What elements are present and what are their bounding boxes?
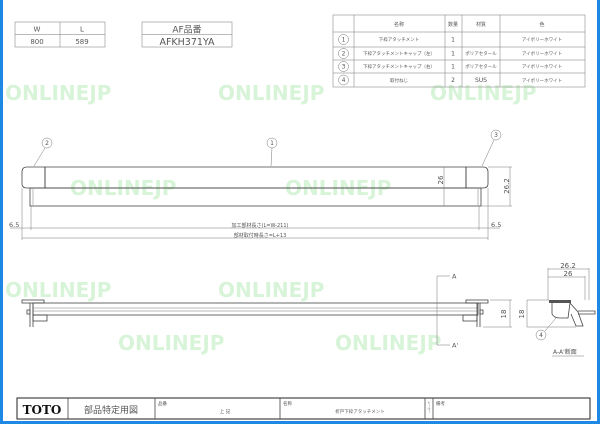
cap-left	[21, 166, 46, 189]
doc-type: 部品特定用図	[84, 404, 138, 416]
rail	[29, 187, 482, 207]
svg-text:1: 1	[451, 51, 455, 58]
dim-left-offset: 6.5	[9, 221, 19, 229]
dim-section-width-outer: 26.2	[560, 262, 576, 270]
watermark: ONLINEJP	[430, 81, 536, 105]
watermark: ONLINEJP	[5, 278, 111, 302]
watermark: ONLINEJP	[218, 278, 324, 302]
parts-table: 名称 数量 材質 色 1 下枠アタッチメント 1 アイボリーホワイト 2 下枠ア…	[332, 14, 586, 88]
svg-text:3: 3	[342, 64, 346, 71]
svg-text:1: 1	[342, 37, 346, 44]
section-mark-a: A	[452, 273, 457, 281]
header-qty: 数量	[448, 21, 458, 28]
remarks-label: 備考	[436, 400, 445, 407]
header-material: 材質	[476, 21, 486, 28]
svg-text:2: 2	[342, 51, 346, 58]
section-view: 26.2 26 18 4 A-A'断面	[518, 262, 596, 357]
part-no-value: 上 記	[220, 408, 231, 415]
svg-text:2: 2	[451, 77, 455, 84]
size-table: W L 800 589	[14, 21, 106, 48]
dim-section-width-inner: 26	[564, 270, 573, 278]
frame-border-right	[597, 0, 600, 424]
svg-text:取付ねじ: 取付ねじ	[390, 77, 408, 84]
svg-text:アイボリーホワイト: アイボリーホワイト	[522, 36, 562, 43]
dim-right-offset: 6.5	[491, 221, 501, 229]
frame-border-left	[0, 0, 3, 424]
af-part-number: AFKH371YA	[159, 37, 215, 48]
title-block: TOTO 部品特定用図 品番 上 記 名称 折戸下枠アタッチメント メーカー 備…	[16, 397, 591, 420]
table-row: 2 下枠アタッチメントキャップ（左） 1 ポリアセタール アイボリーホワイト	[338, 48, 562, 59]
cap-right	[465, 166, 489, 189]
front-view: 2 1 3 6.5 6.5 加工部材長さ(L=W-211) 部材取付時長さ=L+…	[9, 129, 512, 240]
dim-processed-length: 加工部材長さ(L=W-211)	[232, 222, 289, 229]
frame-border-bottom	[0, 421, 600, 424]
callout-4: 4	[539, 332, 543, 339]
section-mark-a-prime: A'	[452, 342, 458, 350]
svg-text:アイボリーホワイト: アイボリーホワイト	[522, 77, 562, 84]
callout-3: 3	[494, 132, 498, 139]
maker-label: メーカー	[427, 401, 432, 413]
svg-text:SUS: SUS	[475, 77, 487, 84]
watermark: ONLINEJP	[335, 331, 441, 355]
toto-logo: TOTO	[23, 403, 62, 417]
svg-text:アイボリーホワイト: アイボリーホワイト	[522, 50, 562, 57]
dim-section-height: 18	[518, 310, 526, 319]
svg-text:1: 1	[451, 64, 455, 71]
dim-height-outer: 26.2	[503, 178, 511, 194]
watermark: ONLINEJP	[218, 81, 324, 105]
callout-2: 2	[45, 140, 49, 147]
callout-1: 1	[270, 140, 274, 147]
dim-side-height: 18	[500, 310, 508, 319]
table-row: 3 下枠アタッチメントキャップ（右） 1 ポリアセタール アイボリーホワイト	[338, 61, 562, 72]
header-color: 色	[539, 21, 544, 28]
svg-text:アイボリーホワイト: アイボリーホワイト	[522, 63, 562, 70]
part-no-label: 品番	[158, 400, 167, 407]
dim-height-inner: 26	[437, 175, 445, 184]
l-header: L	[80, 26, 84, 34]
svg-text:1: 1	[451, 37, 455, 44]
svg-text:下枠アタッチメント: 下枠アタッチメント	[379, 36, 420, 43]
svg-text:4: 4	[342, 77, 346, 84]
dim-installed-length: 部材取付時長さ=L+13	[234, 232, 287, 239]
section-caption: A-A'断面	[553, 348, 577, 356]
svg-text:下枠アタッチメントキャップ（右）: 下枠アタッチメントキャップ（右）	[363, 63, 435, 70]
table-row: 4 取付ねじ 2 SUS アイボリーホワイト	[338, 74, 562, 86]
svg-text:ポリアセタール: ポリアセタール	[465, 50, 497, 57]
table-row: 1 下枠アタッチメント 1 アイボリーホワイト	[338, 34, 562, 45]
name-label: 名称	[283, 400, 292, 407]
w-value: 800	[30, 38, 43, 46]
header-name: 名称	[394, 21, 404, 28]
watermark: ONLINEJP	[118, 331, 224, 355]
svg-text:ポリアセタール: ポリアセタール	[465, 63, 497, 70]
af-header: AF品番	[172, 24, 201, 36]
l-value: 589	[75, 38, 88, 46]
watermarks: ONLINEJP ONLINEJP ONLINEJP ONLINEJP ONLI…	[5, 81, 536, 355]
w-header: W	[34, 26, 41, 34]
side-view: 18 A A'	[21, 273, 512, 350]
watermark: ONLINEJP	[5, 81, 111, 105]
name-value: 折戸下枠アタッチメント	[335, 408, 385, 415]
af-table: AF品番 AFKH371YA	[141, 21, 233, 48]
svg-text:下枠アタッチメントキャップ（左）: 下枠アタッチメントキャップ（左）	[363, 50, 435, 57]
